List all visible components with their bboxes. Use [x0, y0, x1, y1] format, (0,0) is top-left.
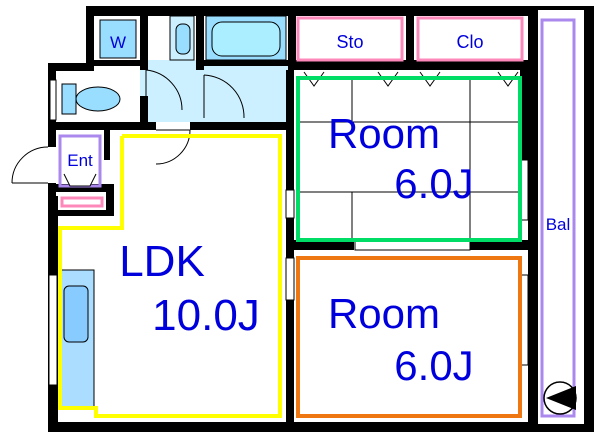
entrance-label: Ent — [67, 151, 93, 170]
washer-label: W — [110, 33, 126, 52]
storage-outline — [296, 16, 404, 62]
room-2-name: Room — [328, 290, 440, 337]
closet-label: Clo — [456, 32, 483, 52]
kitchen-counter — [57, 269, 95, 409]
balcony-label: Bal — [546, 215, 571, 234]
compass-icon — [543, 381, 577, 415]
ldk-outline — [58, 134, 282, 418]
ldk-size: 10.0J — [152, 291, 260, 340]
room-1-name: Room — [328, 110, 440, 157]
interior-walls — [48, 6, 530, 422]
shoe-cabinet — [60, 196, 104, 208]
windows — [48, 79, 529, 386]
bathtub-basin — [211, 21, 281, 57]
shoe-step — [63, 173, 97, 187]
bath-door — [203, 74, 245, 119]
tatami-mat-lines — [300, 80, 520, 238]
washer-space — [99, 19, 137, 59]
entrance-door — [11, 146, 49, 184]
toilet-door — [145, 69, 183, 111]
room-1-size: 6.0J — [394, 160, 473, 207]
ldk-name: LDK — [119, 237, 205, 286]
washbasin — [175, 23, 191, 55]
toilet — [61, 83, 121, 115]
room-1-outline — [296, 76, 522, 242]
room-2-outline — [296, 256, 522, 418]
bath-floor — [140, 60, 288, 122]
storage-label: Sto — [336, 32, 363, 52]
closet-outline — [416, 16, 524, 62]
balcony-outline — [540, 18, 576, 418]
room-2-size: 6.0J — [394, 342, 473, 389]
